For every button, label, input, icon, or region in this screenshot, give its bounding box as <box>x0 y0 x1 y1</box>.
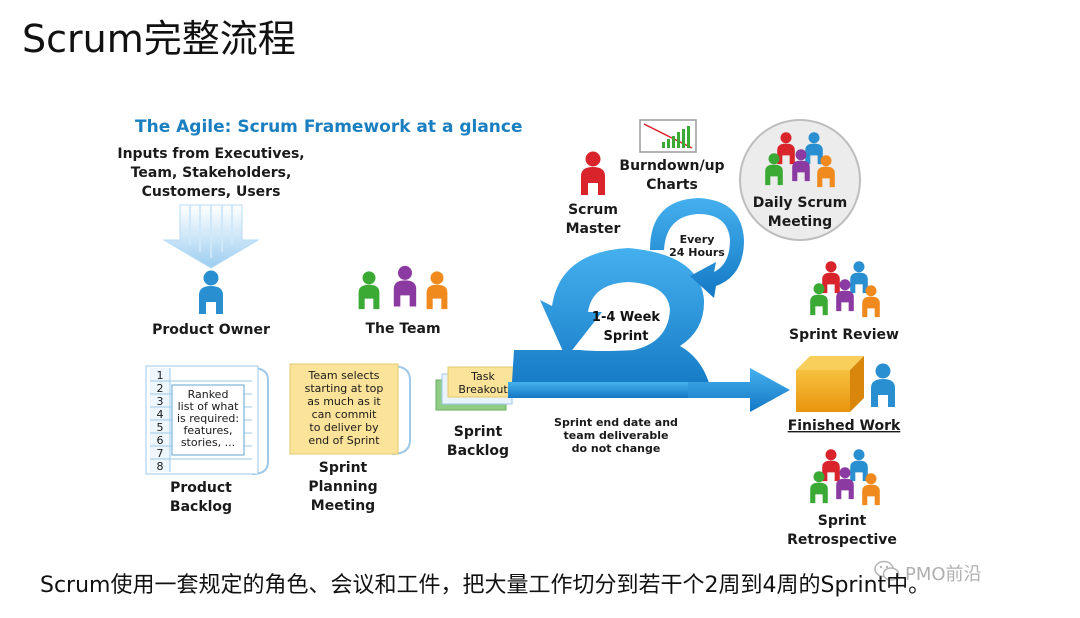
backlog-note-line: is required: <box>177 412 239 425</box>
sprint-planning-label: Meeting <box>311 498 375 514</box>
backlog-item-number: 4 <box>157 408 164 421</box>
every-24-line: Every <box>680 233 715 246</box>
backlog-note-line: Ranked <box>188 388 229 401</box>
product-backlog-label: Backlog <box>170 499 232 515</box>
team-selects-line: Team selects <box>308 369 380 382</box>
the-team-icon <box>358 265 448 310</box>
inputs-line-2: Team, Stakeholders, <box>131 165 292 181</box>
finished-work-label: Finished Work <box>788 418 901 434</box>
scrum-master-label: Scrum <box>568 202 618 218</box>
inputs-line-1: Inputs from Executives, <box>117 146 304 162</box>
scrum-master-icon <box>581 151 605 195</box>
backlog-note-line: list of what <box>178 400 239 413</box>
sprint-review-icon <box>810 261 880 318</box>
sprint-backlog-label: Sprint <box>454 424 503 440</box>
sprint-retro-label: Retrospective <box>787 532 897 548</box>
daily-scrum-circle <box>739 119 861 241</box>
task-breakout-line: Breakout <box>458 383 508 396</box>
scrum-master-label: Master <box>566 221 621 237</box>
sprint-cycle-arrow-icon <box>508 248 790 412</box>
backlog-note-line: stories, ... <box>181 436 235 449</box>
team-selects-line: as much as it <box>307 395 381 408</box>
sprint-note-line: Sprint end date and <box>554 416 678 429</box>
backlog-item-number: 6 <box>157 434 164 447</box>
finished-work-box-icon <box>796 356 864 412</box>
backlog-item-number: 1 <box>157 369 164 382</box>
team-selects-line: can commit <box>312 408 378 421</box>
backlog-item-number: 3 <box>157 395 164 408</box>
watermark: PMO前沿 <box>905 564 982 585</box>
burndown-chart-icon <box>639 119 697 153</box>
sprint-note-line: team deliverable <box>564 429 669 442</box>
backlog-item-number: 5 <box>157 421 164 434</box>
burndown-label: Charts <box>646 177 698 193</box>
backlog-item-number: 2 <box>157 382 164 395</box>
daily-scrum-label: Meeting <box>768 214 832 230</box>
product-backlog-label: Product <box>170 480 232 496</box>
product-backlog-list: 1 2 3 4 5 6 7 8 Ranked list of what is r… <box>145 365 269 475</box>
caption: Scrum使用一套规定的角色、会议和工件，把大量工作切分到若干个2周到4周的Sp… <box>40 573 931 598</box>
backlog-item-number: 7 <box>157 447 164 460</box>
finished-work-person-icon <box>871 363 895 407</box>
sprint-retrospective-icon <box>810 449 880 506</box>
inputs-arrow-icon <box>162 204 260 269</box>
sprint-note-line: do not change <box>572 442 661 455</box>
inputs-line-3: Customers, Users <box>142 184 281 200</box>
team-selects-line: starting at top <box>305 382 384 395</box>
team-selects-line: to deliver by <box>309 421 379 434</box>
sprint-length-line: 1-4 Week <box>592 310 661 325</box>
product-owner-label: Product Owner <box>152 322 270 338</box>
backlog-item-number: 8 <box>157 460 164 473</box>
page-title: Scrum完整流程 <box>22 17 296 61</box>
team-selects-line: end of Sprint <box>308 434 380 447</box>
every-24-line: 24 Hours <box>669 246 725 259</box>
sprint-length-line: Sprint <box>603 329 648 344</box>
team-selects-note: Team selects starting at top as much as … <box>289 363 411 455</box>
daily-cycle-arrow-icon <box>650 198 744 298</box>
sprint-planning-label: Sprint <box>319 460 368 476</box>
burndown-label: Burndown/up <box>619 158 724 174</box>
sprint-planning-label: Planning <box>308 479 377 495</box>
wechat-icon <box>874 560 900 581</box>
the-team-label: The Team <box>365 321 440 337</box>
sprint-retro-label: Sprint <box>818 513 867 529</box>
product-owner-icon <box>199 270 223 314</box>
sprint-review-label: Sprint Review <box>789 327 899 343</box>
sprint-backlog-label: Backlog <box>447 443 509 459</box>
backlog-note-line: features, <box>184 424 233 437</box>
diagram-heading: The Agile: Scrum Framework at a glance <box>135 117 523 137</box>
sprint-backlog-stack: Task Breakout <box>435 366 519 411</box>
daily-scrum-label: Daily Scrum <box>753 195 848 211</box>
task-breakout-line: Task <box>470 370 495 383</box>
